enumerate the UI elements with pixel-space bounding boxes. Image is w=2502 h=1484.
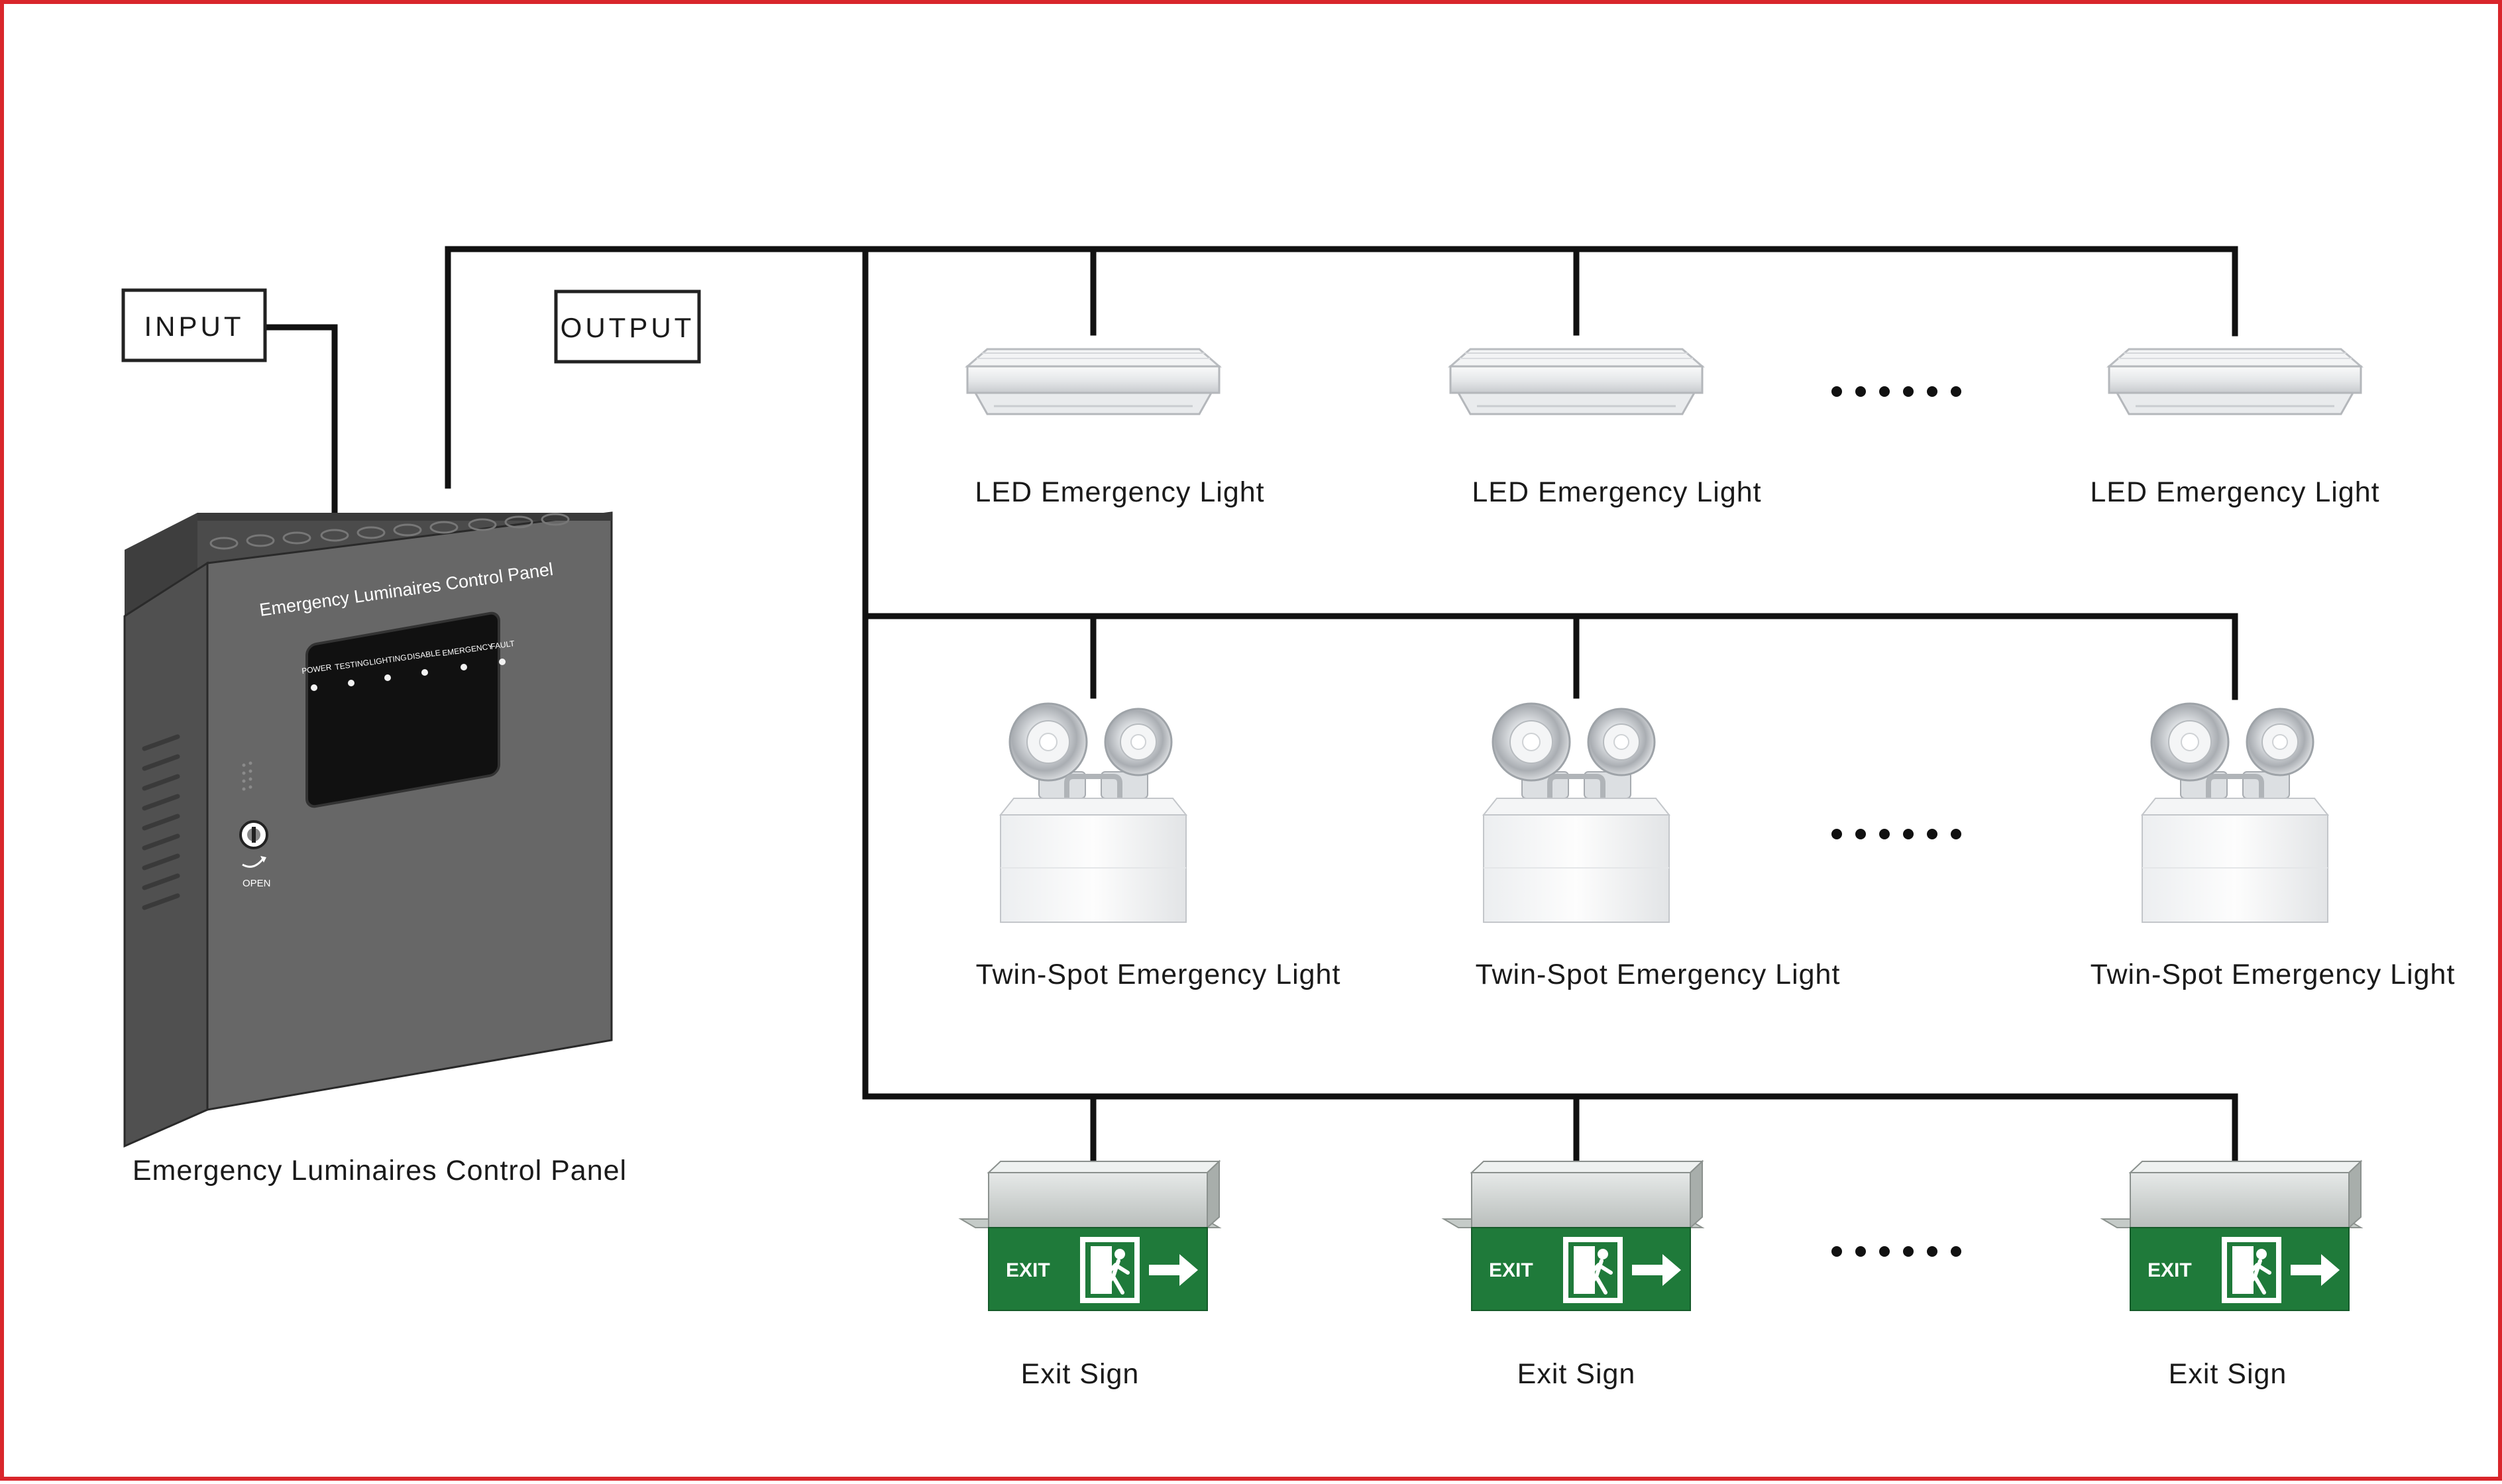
exit-sign-text: EXIT — [1489, 1259, 1533, 1281]
led-emergency-light-icon — [966, 348, 1221, 415]
indicator-label: POWER — [301, 662, 332, 676]
device-label: Twin-Spot Emergency Light — [2091, 959, 2456, 990]
device-label: Exit Sign — [1021, 1358, 1140, 1390]
exit-sign-icon: EXIT — [961, 1161, 1219, 1310]
twin-spot-light-icon — [1484, 704, 1669, 922]
lock-label: OPEN — [243, 878, 271, 889]
device-label: Twin-Spot Emergency Light — [1476, 959, 1841, 990]
more-devices-ellipsis — [1831, 1246, 1961, 1257]
control-panel: Emergency Luminaires Control Panel POWER… — [123, 511, 613, 1147]
exit-sign-row: EXIT EXIT EXIT Exit Sign Exit Sign Exit … — [961, 1161, 2361, 1390]
control-panel-caption: Emergency Luminaires Control Panel — [133, 1155, 627, 1187]
output-label: OUTPUT — [561, 312, 695, 343]
row2-bus — [862, 613, 2238, 700]
device-label: Exit Sign — [2169, 1358, 2287, 1390]
twin-spot-light-icon — [2142, 704, 2328, 922]
device-label: LED Emergency Light — [975, 476, 1264, 508]
output-label-box: OUTPUT — [554, 290, 701, 364]
more-devices-ellipsis — [1831, 386, 1961, 397]
indicator-leds — [311, 659, 506, 691]
indicator-label: FAULT — [490, 639, 516, 651]
led-emergency-light-row: LED Emergency Light LED Emergency Light … — [966, 348, 2379, 508]
exit-sign-text: EXIT — [1006, 1259, 1050, 1281]
indicator-label: DISABLE — [406, 648, 441, 662]
device-label: LED Emergency Light — [2090, 476, 2379, 508]
twin-spot-light-icon — [1001, 704, 1186, 922]
input-label: INPUT — [144, 311, 245, 342]
output-bus — [445, 246, 2238, 489]
row3-bus — [862, 1093, 2238, 1176]
input-label-box: INPUT — [121, 288, 267, 362]
twin-spot-light-row: Twin-Spot Emergency Light Twin-Spot Emer… — [976, 704, 2456, 990]
led-emergency-light-icon — [2108, 348, 2362, 415]
exit-sign-text: EXIT — [2148, 1259, 2192, 1281]
device-label: Exit Sign — [1517, 1358, 1636, 1390]
panel-vent-slots — [142, 734, 180, 910]
more-devices-ellipsis — [1831, 829, 1961, 839]
exit-sign-icon: EXIT — [2102, 1161, 2361, 1310]
lock-icon — [239, 820, 268, 868]
exit-sign-icon: EXIT — [1444, 1161, 1702, 1310]
device-label: LED Emergency Light — [1472, 476, 1761, 508]
terminal-knockouts — [209, 513, 570, 550]
wiring — [264, 246, 2238, 1176]
input-wire — [264, 324, 338, 525]
speaker-grille — [242, 761, 252, 791]
led-emergency-light-icon — [1449, 348, 1704, 415]
device-label: Twin-Spot Emergency Light — [976, 959, 1341, 990]
